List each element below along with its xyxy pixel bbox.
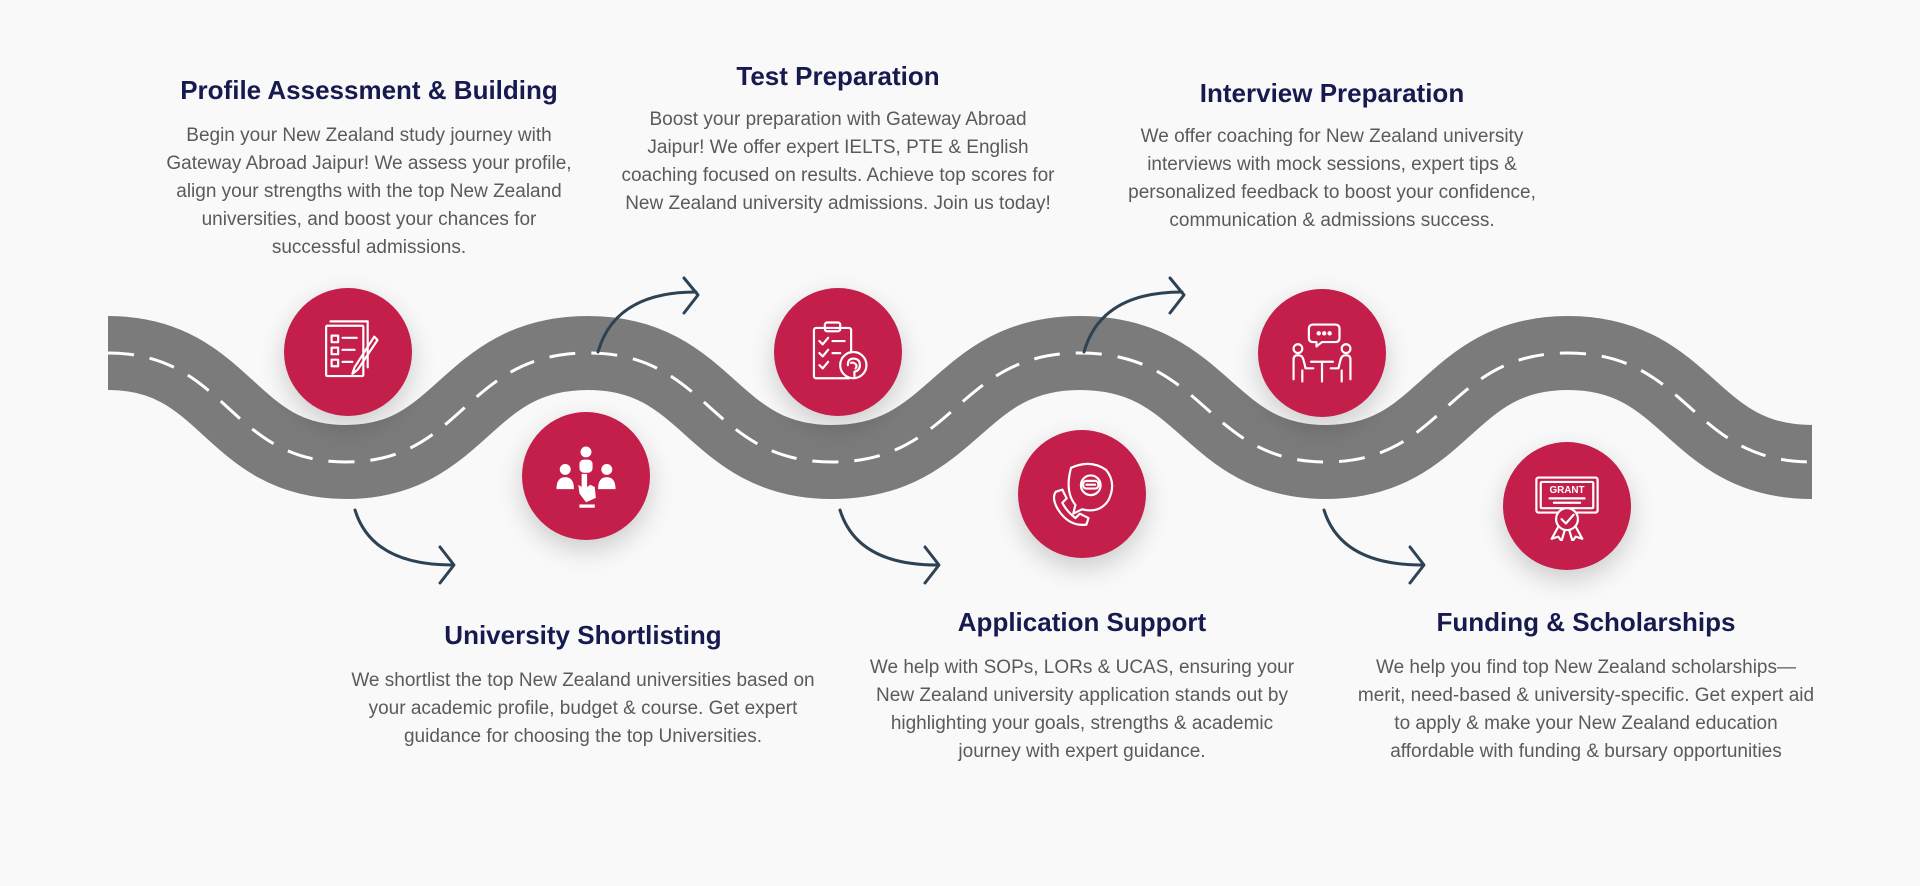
checklist-pencil-icon <box>325 320 379 378</box>
arrow-up-2 <box>1082 290 1184 354</box>
step-description: We help with SOPs, LORs & UCAS, ensuring… <box>869 657 1295 762</box>
clipboard-brain-icon <box>812 321 868 380</box>
step-funding-scholarships: Funding & Scholarships We help you find … <box>1355 606 1817 766</box>
badge-university-shortlisting <box>522 412 650 540</box>
badge-test-preparation <box>774 288 902 416</box>
arrow-head-down-3 <box>1408 545 1426 585</box>
step-description: Boost your preparation with Gateway Abro… <box>621 109 1055 214</box>
step-description: We offer coaching for New Zealand univer… <box>1128 126 1536 231</box>
grant-certificate-icon: GRANT <box>1535 476 1599 541</box>
step-title: Funding & Scholarships <box>1436 607 1736 637</box>
step-description: Begin your New Zealand study journey wit… <box>166 125 572 258</box>
step-title: Test Preparation <box>736 61 940 91</box>
interview-chat-icon <box>1292 323 1352 383</box>
people-select-icon <box>556 446 616 508</box>
step-title: Application Support <box>957 607 1207 637</box>
badge-profile-assessment <box>284 288 412 416</box>
step-title: Profile Assessment & Building <box>180 75 558 105</box>
step-profile-assessment: Profile Assessment & Building Begin your… <box>150 74 588 262</box>
grant-label: GRANT <box>1550 485 1585 496</box>
arrow-head-up-1 <box>682 276 700 315</box>
arrow-down-3 <box>1322 508 1424 567</box>
arrow-down-2 <box>838 508 939 567</box>
road-lane-marking <box>107 351 1813 464</box>
step-title: University Shortlisting <box>444 620 722 650</box>
step-title: Interview Preparation <box>1199 78 1465 108</box>
step-description: We help you find top New Zealand scholar… <box>1357 657 1815 762</box>
arrow-head-down-2 <box>923 545 941 585</box>
arrow-head-down-1 <box>438 545 456 585</box>
arrow-up-1 <box>596 290 698 354</box>
badge-interview-preparation <box>1258 289 1386 417</box>
step-university-shortlisting: University Shortlisting We shortlist the… <box>350 619 816 751</box>
badge-application-support <box>1018 430 1146 558</box>
phone-support-icon <box>1052 462 1114 526</box>
step-interview-preparation: Interview Preparation We offer coaching … <box>1112 77 1552 235</box>
step-application-support: Application Support We help with SOPs, L… <box>868 606 1296 766</box>
arrow-head-up-2 <box>1168 276 1186 315</box>
badge-funding-scholarships: GRANT <box>1503 442 1631 570</box>
step-description: We shortlist the top New Zealand univers… <box>351 670 815 747</box>
arrow-down-1 <box>353 508 454 567</box>
step-test-preparation: Test Preparation Boost your preparation … <box>620 60 1056 218</box>
